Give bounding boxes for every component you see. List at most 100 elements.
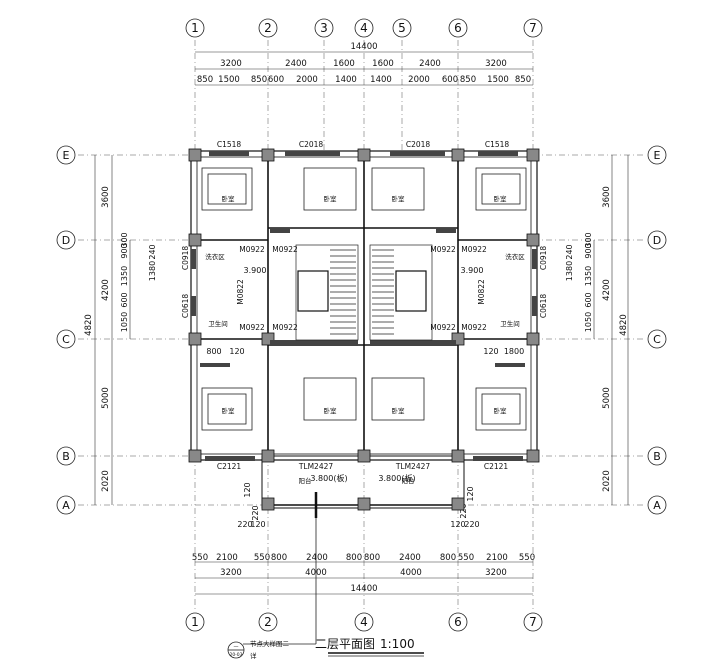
room-label-bedroom-bl: 卧室: [222, 406, 236, 415]
svg-text:C: C: [62, 333, 70, 346]
right-inner-0: 900: [584, 243, 593, 258]
top-dimensions: 14400 3200 2400 1600 1600 2400 3200 850 …: [195, 42, 533, 86]
top-dim-r1-1: 2400: [285, 59, 307, 69]
detail-ref-top: —: [234, 644, 239, 650]
window-label-top-3: C1518: [485, 140, 510, 149]
bottom-total-dim: 14400: [350, 584, 377, 594]
door-label-8: M0822: [236, 279, 245, 305]
svg-text:E: E: [63, 149, 70, 162]
top-dim-r2-3: 600: [268, 75, 284, 85]
left-dim-total: 4820: [84, 314, 94, 336]
window-label-top-0: C1518: [217, 140, 242, 149]
svg-text:E: E: [654, 149, 661, 162]
window-label-side-1: C0618: [181, 294, 190, 319]
room-label-laundry-left: 洗衣区: [205, 252, 225, 261]
axis-bubble-right-E: E: [647, 145, 667, 165]
window-label-bottom-1: C2121: [484, 462, 509, 471]
small-dim-left-d: 120: [243, 482, 252, 497]
left-inner-6: 600: [120, 292, 129, 307]
bottom-dim-r2-5: 800: [346, 553, 362, 563]
svg-text:4: 4: [360, 21, 368, 35]
right-dim-1: 4200: [602, 279, 612, 301]
bed-furniture: [201, 167, 527, 431]
axis-bubble-right-D: D: [647, 230, 667, 250]
top-dim-r2-11: 850: [515, 75, 531, 85]
drawing-scale: 1:100: [380, 637, 415, 651]
top-dim-r2-8: 600: [442, 75, 458, 85]
axis-bubble-left-A: A: [56, 495, 76, 515]
bottom-dimensions: 550 2100 550 800 2400 800 800 2400 800 5…: [192, 482, 535, 595]
axis-bubble-bottom-1: 1: [185, 612, 205, 632]
axis-bubble-top-3: 3: [314, 18, 334, 38]
svg-text:C: C: [653, 333, 661, 346]
room-labels: 卧室 卧室 卧室 卧室 卧室 卧室 卧室 卧室 洗衣区 洗衣区 卫生间 卫生间 …: [205, 194, 525, 485]
room-label-bathroom-left: 卫生间: [208, 319, 228, 328]
axis-bubble-top-4: 4: [354, 18, 374, 38]
top-dim-r1-2: 1600: [333, 59, 355, 69]
axis-bubble-right-B: B: [647, 446, 667, 466]
right-inner-5: 1050: [584, 312, 593, 332]
svg-text:B: B: [62, 450, 70, 463]
axis-bubble-right-A: A: [647, 495, 667, 515]
svg-text:1: 1: [191, 21, 199, 35]
axis-bubble-bottom-2: 2: [258, 612, 278, 632]
detail-reference: — 20-03 节点大样图二 详: [227, 518, 317, 660]
bottom-dim-r2-6: 800: [364, 553, 380, 563]
balcony-door-label-0: TLM2427: [298, 462, 334, 471]
top-dim-r2-4: 2000: [296, 75, 318, 85]
bottom-dim-r2-4: 2400: [306, 553, 328, 563]
axis-bubble-top-5: 5: [392, 18, 412, 38]
small-dim-2: 120: [483, 347, 498, 356]
room-label-bedroom-tl: 卧室: [222, 194, 236, 203]
window-label-side-3: C0618: [539, 294, 548, 319]
window-marks: [191, 151, 537, 461]
small-dim-right-a: 120: [450, 520, 465, 529]
axis-bubble-top-6: 6: [448, 18, 468, 38]
svg-text:3: 3: [320, 21, 328, 35]
axis-bubble-left-E: E: [56, 145, 76, 165]
bottom-dim-r2-0: 550: [192, 553, 208, 563]
bottom-dim-r2-7: 2400: [399, 553, 421, 563]
window-label-side-2: C0918: [539, 246, 548, 271]
right-inner-4: 1350: [584, 266, 593, 286]
small-dim-left-b: 120: [250, 520, 265, 529]
axis-bubble-left-C: C: [56, 329, 76, 349]
door-label-1: M0922: [272, 245, 298, 254]
staircase: [295, 244, 433, 341]
room-label-bathroom-right: 卫生间: [500, 319, 520, 328]
window-label-top-2: C2018: [406, 140, 431, 149]
bottom-dim-r2-10: 2100: [486, 553, 508, 563]
level-balcony-left: 3.800(板): [310, 473, 347, 483]
axis-bubble-top-7: 7: [523, 18, 543, 38]
room-label-balcony-right: 阳台: [402, 476, 415, 485]
right-inner-3: 1380: [565, 261, 574, 281]
left-inner-4: 1350: [120, 266, 129, 286]
small-dim-right-b: 220: [464, 520, 479, 529]
top-dim-r2-5: 1400: [335, 75, 357, 85]
door-label-6: M0922: [430, 323, 456, 332]
detail-note: 节点大样图二: [250, 639, 290, 648]
axis-bubble-bottom-7: 7: [523, 612, 543, 632]
left-inner-5: 1050: [120, 312, 129, 332]
small-dim-left-c: 220: [251, 505, 260, 520]
svg-text:2: 2: [264, 615, 272, 629]
bottom-dim-r1-0: 3200: [220, 568, 242, 578]
level-marks: 3.900 3.900 3.800(板) 3.800(板) 800 120 12…: [206, 266, 524, 483]
top-dim-r1-0: 3200: [220, 59, 242, 69]
svg-text:D: D: [62, 234, 70, 247]
bottom-dim-r1-2: 4000: [400, 568, 422, 578]
window-label-top-1: C2018: [299, 140, 324, 149]
room-label-bedroom-tm2: 卧室: [392, 194, 406, 203]
door-label-5: M0922: [272, 323, 298, 332]
axis-bubble-bottom-4: 4: [354, 612, 374, 632]
bottom-dim-r1-3: 3200: [485, 568, 507, 578]
door-label-4: M0922: [239, 323, 265, 332]
window-label-side-0: C0918: [181, 246, 190, 271]
top-total-dim: 14400: [350, 42, 377, 52]
door-label-3: M0922: [461, 245, 487, 254]
left-dim-3: 2020: [101, 470, 111, 492]
axis-bubble-left-D: D: [56, 230, 76, 250]
right-dim-total: 4820: [619, 314, 629, 336]
window-label-bottom-0: C2121: [217, 462, 242, 471]
bottom-dim-r2-2: 550: [254, 553, 270, 563]
